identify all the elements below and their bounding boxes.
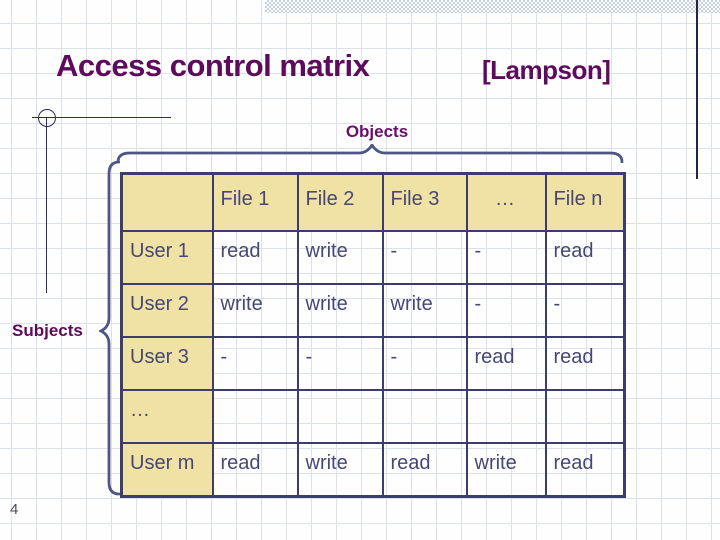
table-row: User m read write read write read [120, 442, 626, 498]
compass-vertical-line [46, 117, 47, 293]
access-control-matrix-table: File 1 File 2 File 3 … File n User 1 rea… [120, 172, 626, 498]
cell: - [381, 230, 468, 285]
cell [211, 389, 299, 444]
cell [381, 389, 468, 444]
cell: - [544, 283, 626, 338]
cell: read [381, 442, 468, 498]
right-accent-line [696, 0, 698, 179]
cell: - [296, 336, 384, 391]
row-header-ellipsis: … [120, 389, 214, 444]
slide-title: Access control matrix [56, 48, 370, 83]
table-row: User 2 write write write - - [120, 283, 626, 338]
cell: - [211, 336, 299, 391]
row-header-userm: User m [120, 442, 214, 498]
cell: - [381, 336, 468, 391]
column-header-filen: File n [544, 172, 626, 232]
cell: read [211, 442, 299, 498]
cell: read [544, 336, 626, 391]
cell [465, 389, 547, 444]
compass-horizontal-line [32, 117, 171, 118]
row-header-user3: User 3 [120, 336, 214, 391]
cell: write [211, 283, 299, 338]
cell: write [296, 230, 384, 285]
table-header-row: File 1 File 2 File 3 … File n [120, 172, 626, 232]
column-header-file1: File 1 [211, 172, 299, 232]
cell: write [465, 442, 547, 498]
cell: read [544, 442, 626, 498]
row-header-user2: User 2 [120, 283, 214, 338]
column-header-file3: File 3 [381, 172, 468, 232]
cell: write [296, 442, 384, 498]
cell: read [465, 336, 547, 391]
compass-circle-icon [38, 109, 56, 127]
table-row: … [120, 389, 626, 444]
cell: write [381, 283, 468, 338]
table-row: User 1 read write - - read [120, 230, 626, 285]
row-header-user1: User 1 [120, 230, 214, 285]
cell [296, 389, 384, 444]
column-header-ellipsis: … [465, 172, 547, 232]
cell: read [544, 230, 626, 285]
table-row: User 3 - - - read read [120, 336, 626, 391]
cell: write [296, 283, 384, 338]
citation-label: [Lampson] [482, 55, 611, 85]
column-header-file2: File 2 [296, 172, 384, 232]
objects-brace-icon [116, 144, 624, 163]
cell: - [465, 283, 547, 338]
cell: read [211, 230, 299, 285]
page-number: 4 [10, 501, 19, 518]
objects-label: Objects [345, 122, 409, 141]
subjects-brace-icon [99, 160, 120, 496]
subjects-label: Subjects [12, 321, 83, 340]
top-decorative-bar [265, 0, 720, 13]
corner-cell [120, 172, 214, 232]
cell: - [465, 230, 547, 285]
cell [544, 389, 626, 444]
